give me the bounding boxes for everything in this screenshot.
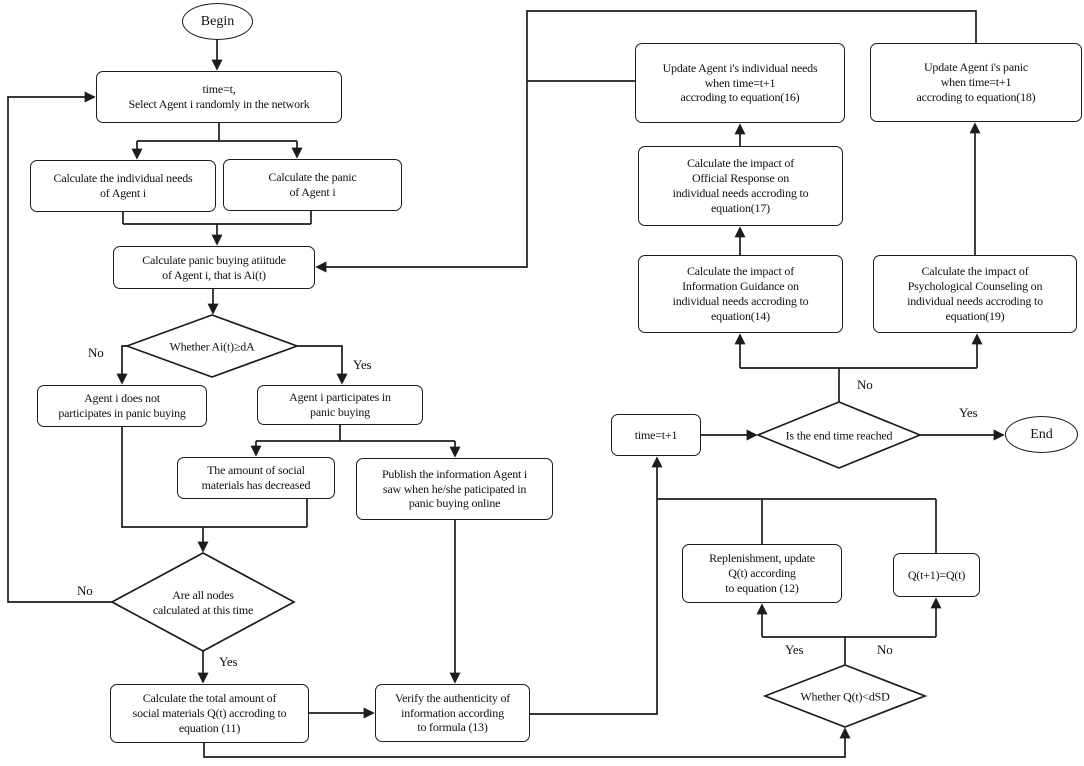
decision-q-label: Whether Q(t)<dSD [800,689,890,704]
publish-info-box: Publish the information Agent i saw when… [356,458,553,520]
decision-all-nodes-diamond [110,552,296,652]
calc-total-box: Calculate the total amount of social mat… [110,684,309,743]
decision-end-time-label: Is the end time reached [785,428,893,443]
replenishment-box: Replenishment, update Q(t) according to … [682,544,842,603]
materials-decreased-box: The amount of social materials has decre… [177,457,335,499]
select-agent-box: time=t, Select Agent i randomly in the n… [96,71,342,123]
edges [7,10,1005,758]
all-nodes-yes-label: Yes [219,654,238,669]
verify-box: Verify the authenticity of information a… [375,684,530,742]
participate-box: Agent i participates in panic buying [257,385,423,425]
edge-attitude-yes [297,345,348,385]
official-response-box: Calculate the impact of Official Respons… [638,146,843,226]
update-needs-box: Update Agent i's individual needs when t… [635,43,845,123]
time-increment-box: time=t+1 [611,414,701,456]
decision-end-time-diamond [755,401,923,469]
calc-panic-box: Calculate the panic of Agent i [223,159,402,211]
all-nodes-no-label: No [77,583,93,598]
edge-attitude-no [116,345,128,385]
end-time-no-label: No [857,377,873,392]
q-yes-label: Yes [785,642,804,657]
q-keep-box: Q(t+1)=Q(t) [893,553,980,597]
edge-total-qdecision [203,727,851,758]
update-panic-box: Update Agent i's panic when time=t+1 acc… [870,43,1082,122]
edge-verify-timeinc [530,456,663,715]
q-no-label: No [877,642,893,657]
edge-allnodes-no-loop [7,91,112,603]
decision-attitude-diamond [124,314,300,378]
edge-select-split [137,123,297,142]
decision-q-diamond [762,664,928,728]
decision-diamonds [110,314,928,728]
begin-terminator: Begin [182,3,253,40]
edge-needs-panic-merge [122,210,312,225]
edge-participate-split [256,425,455,442]
decision-attitude-label: Whether Ai(t)≥dA [169,339,255,354]
info-guidance-box: Calculate the impact of Information Guid… [638,255,843,333]
edge-notparticipate-merge [121,427,308,528]
edge-update-feedback-attitude [315,10,977,273]
edge-qdecision-split [762,636,936,665]
attitude-yes-label: Yes [353,357,372,372]
end-time-yes-label: Yes [959,405,978,420]
end-terminator: End [1005,416,1078,453]
calc-individual-needs-box: Calculate the individual needs of Agent … [30,160,216,212]
attitude-no-label: No [88,345,104,360]
psych-counseling-box: Calculate the impact of Psychological Co… [873,255,1077,333]
not-participate-box: Agent i does not participates in panic b… [37,385,207,427]
edge-q-outputs-merge [657,498,937,553]
decision-all-nodes-label: Are all nodes calculated at this time [152,588,254,617]
calc-attitude-box: Calculate panic buying atiitude of Agent… [113,246,315,289]
edge-endtime-no-split [740,367,977,402]
